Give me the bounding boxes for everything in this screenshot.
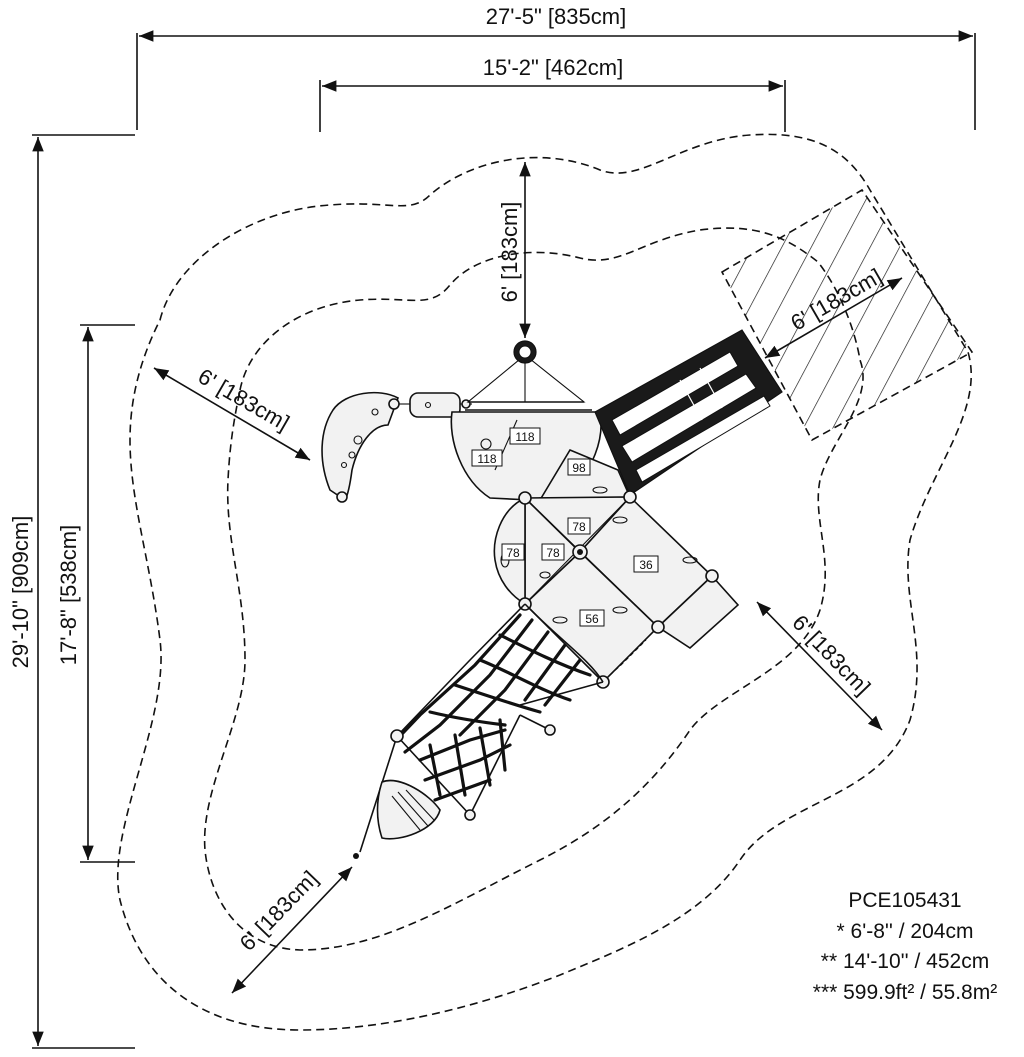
clearance-top-label: 6' [183cm] xyxy=(497,202,522,303)
curved-climber-panel xyxy=(321,391,400,503)
model-number: PCE105431 xyxy=(848,889,961,912)
product-info: PCE105431 * 6'-8'' / 204cm ** 14'-10'' /… xyxy=(813,889,997,1004)
deck-label-36: 36 xyxy=(639,558,653,572)
cargo-net-climber xyxy=(353,603,604,859)
deck-label-78a: 78 xyxy=(572,520,586,534)
overall-height-label: 29'-10" [909cm] xyxy=(8,516,33,669)
inner-width-dimension: 15'-2" [462cm] xyxy=(319,55,786,132)
platform-decks: 78 78 78 36 56 xyxy=(493,486,740,689)
inner-height-label: 17'-8" [538cm] xyxy=(56,525,81,665)
deck-label-98: 98 xyxy=(572,461,586,475)
fall-height: * 6'-8'' / 204cm xyxy=(837,920,974,943)
roof-label-118b: 118 xyxy=(477,452,496,466)
max-height: ** 14'-10'' / 452cm xyxy=(821,950,989,973)
deck-label-78b: 78 xyxy=(506,546,520,560)
clearance-top: 6' [183cm] xyxy=(497,162,531,338)
roof-label-118a: 118 xyxy=(515,430,534,444)
deck-label-56: 56 xyxy=(585,612,599,626)
connector-bridge xyxy=(399,392,472,418)
clearance-bottom: 6' [183cm] xyxy=(231,866,353,994)
overall-width-dimension: 27'-5" [835cm] xyxy=(136,4,976,130)
overall-width-label: 27'-5" [835cm] xyxy=(486,4,626,29)
inner-width-label: 15'-2" [462cm] xyxy=(483,55,623,80)
use-zone-area: *** 599.9ft² / 55.8m² xyxy=(813,981,997,1004)
clearance-right-label: 6' [183cm] xyxy=(787,610,875,700)
inner-height-dimension: 17'-8" [538cm] xyxy=(56,324,135,863)
deck-98: 98 xyxy=(538,448,632,506)
deck-label-78c: 78 xyxy=(546,546,560,560)
overall-height-dimension: 29'-10" [909cm] xyxy=(8,134,135,1049)
outer-use-zone-outline xyxy=(116,133,973,1031)
tube-slide xyxy=(594,329,783,496)
clearance-left: 6' [183cm] xyxy=(153,363,311,461)
